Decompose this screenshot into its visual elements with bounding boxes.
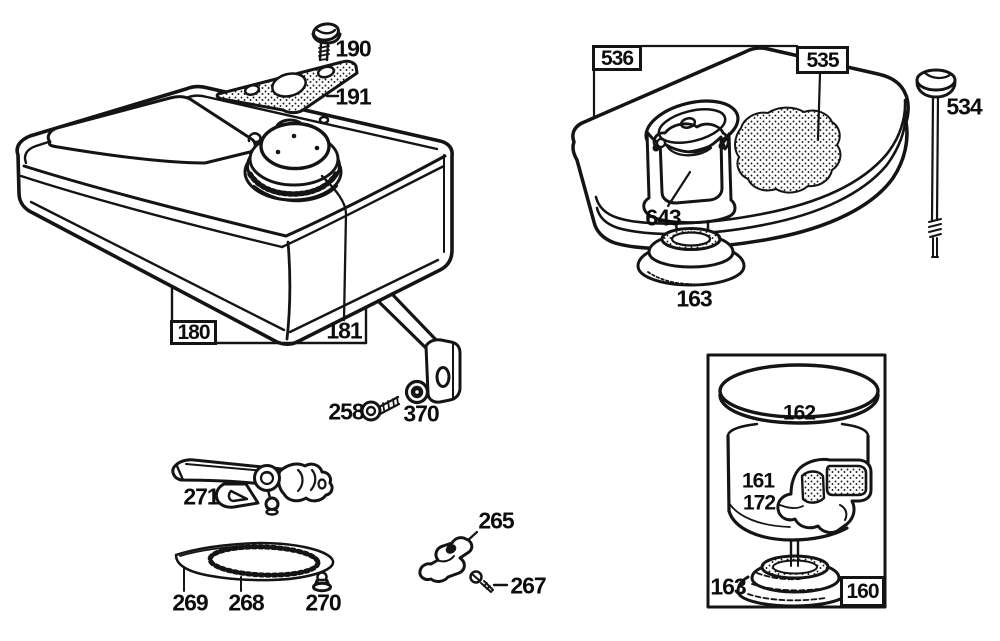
mounting-bracket-drawing: [376, 292, 462, 404]
callout-370: 370: [403, 400, 439, 427]
tank-gasket-drawing: [215, 59, 359, 115]
callout-536: 536: [592, 45, 642, 71]
air-cleaner-base-drawing: [571, 44, 957, 287]
cartridge-grommet-drawing: [736, 554, 852, 608]
tank-screw-drawing: [311, 22, 342, 62]
callout-270: 270: [305, 589, 341, 616]
callout-190: 190: [335, 35, 371, 62]
callout-161: 161: [741, 469, 775, 493]
callout-160: 160: [840, 576, 885, 607]
callout-269: 269: [172, 589, 208, 616]
clamp-screw-drawing: [469, 570, 494, 593]
callout-271: 271: [183, 483, 219, 510]
callout-267: 267: [510, 572, 546, 599]
control-lever-drawing: [171, 458, 334, 516]
callout-191: 191: [335, 83, 371, 110]
callout-163-air-cleaner: 163: [676, 285, 712, 312]
callout-163-cartridge: 163: [710, 573, 746, 600]
cartridge-box-drawing: [706, 353, 887, 609]
callout-181: 181: [326, 317, 362, 344]
callout-268: 268: [228, 589, 264, 616]
fuel-cap-drawing: [243, 115, 343, 203]
callout-535: 535: [796, 46, 849, 74]
callout-180: 180: [170, 320, 217, 345]
callout-534: 534: [946, 93, 982, 120]
callout-265: 265: [478, 507, 514, 534]
callout-162: 162: [782, 401, 816, 425]
seal-ring-drawing: [174, 541, 335, 593]
dipstick-drawing: [915, 68, 957, 258]
washer-drawing: [404, 379, 430, 405]
bracket-screw-drawing: [360, 395, 401, 422]
clamp-drawing: [418, 530, 509, 593]
nut-drawing: [312, 571, 332, 593]
grommet-drawing: [636, 227, 746, 287]
callout-172: 172: [742, 491, 776, 515]
callout-643: 643: [645, 204, 681, 231]
callout-258: 258: [328, 398, 364, 425]
fuel-tank-drawing: [15, 22, 462, 422]
